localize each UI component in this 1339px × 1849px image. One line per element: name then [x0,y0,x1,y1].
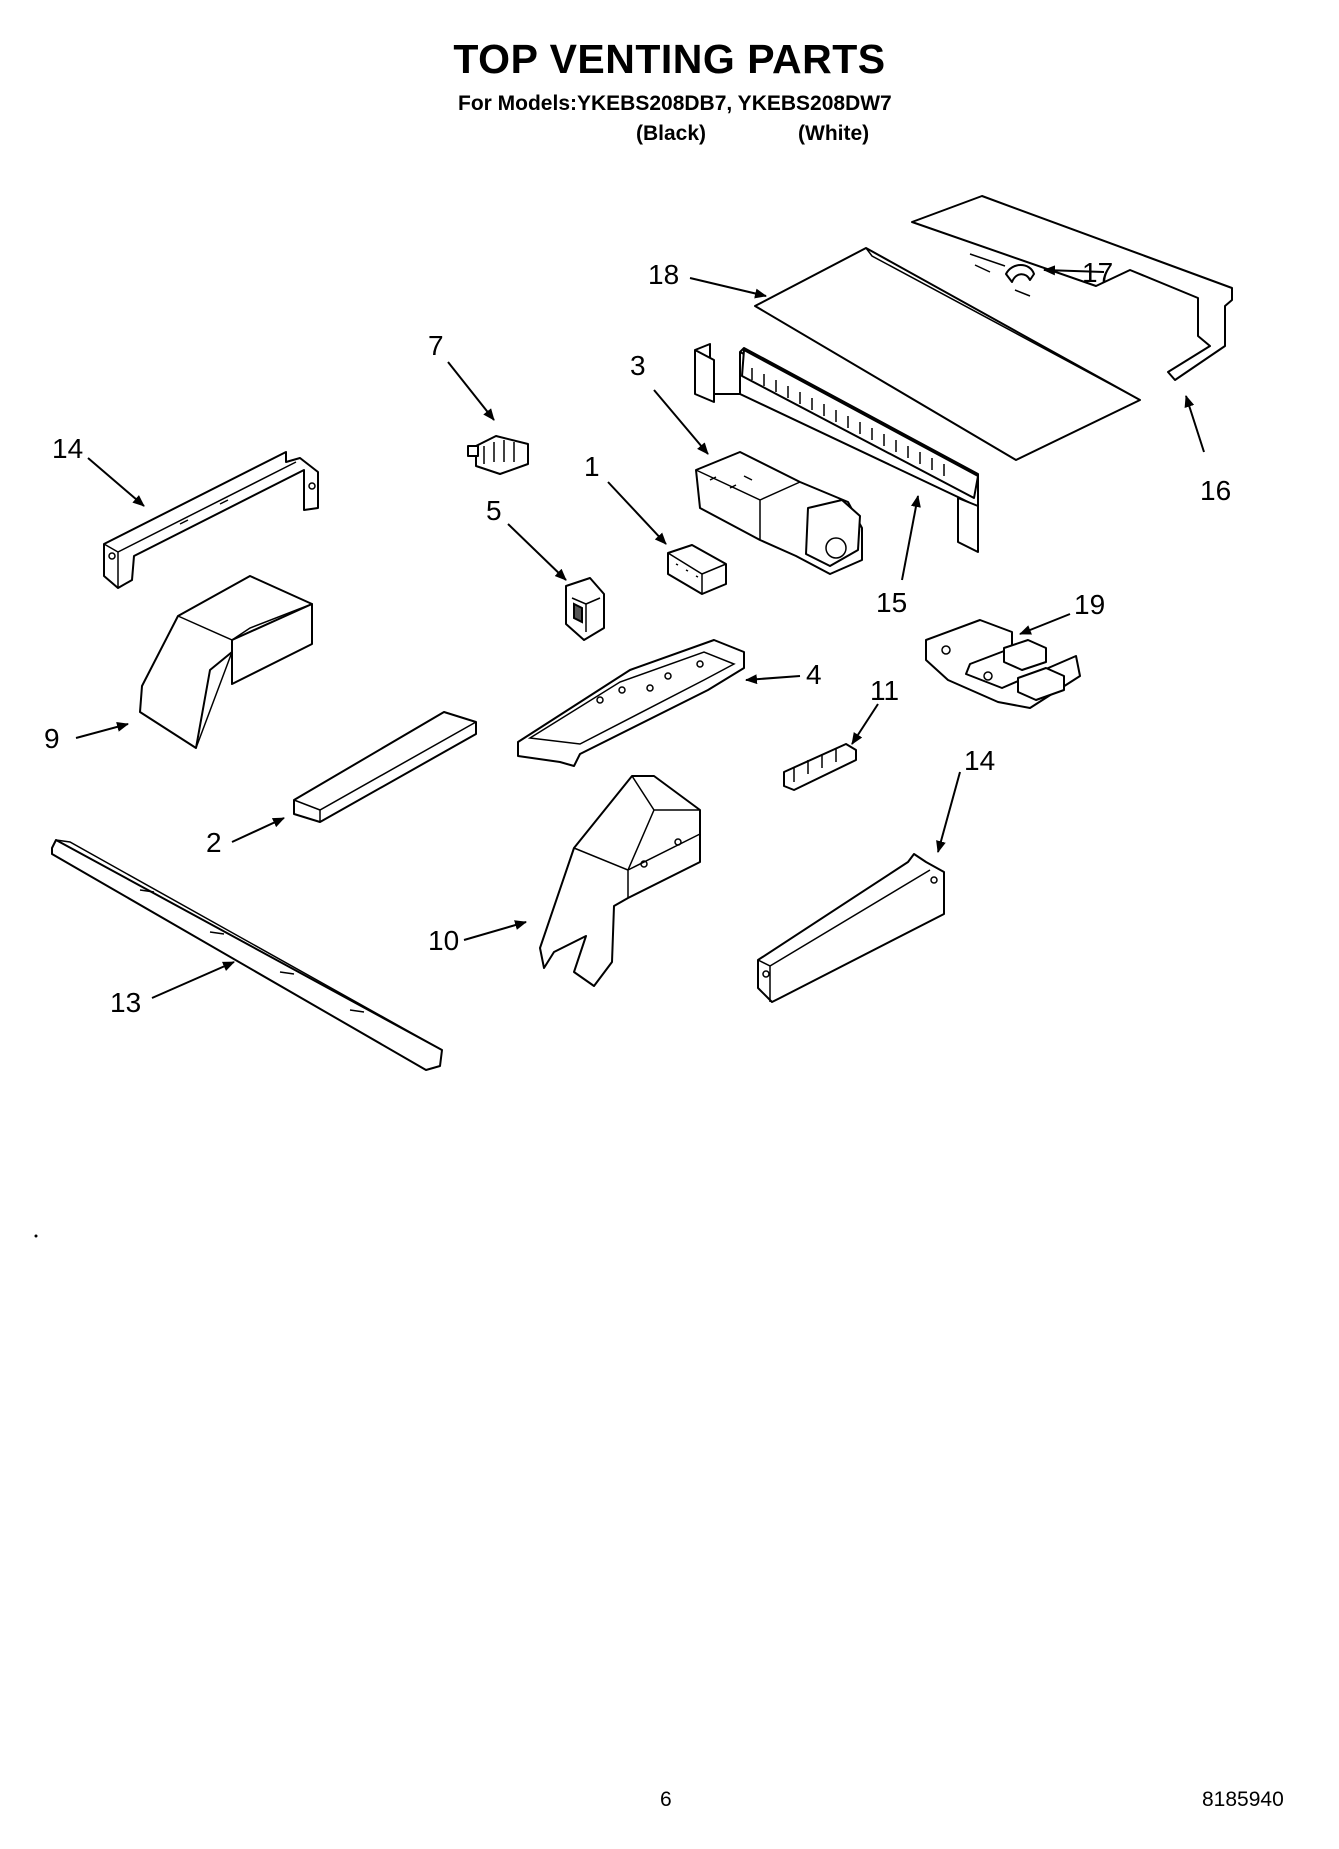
part-1-block [667,544,727,595]
rail-vent-slots [751,368,945,476]
leader-10 [463,920,527,941]
page-number: 6 [660,1788,672,1811]
part-10-duct [539,775,701,987]
part-19-relay-board [925,619,1081,709]
leader-4 [745,674,801,685]
leader-7 [447,361,495,421]
callout-4: 4 [806,659,822,690]
leader-18 [689,277,767,299]
color-label-white: (White) [798,122,870,145]
part-11-terminal-strip [783,743,857,791]
callout-13: 13 [110,987,141,1018]
part-4-mounting-plate [517,639,745,767]
callout-18: 18 [648,259,679,290]
leader-1 [607,481,667,545]
callout-1: 1 [584,451,600,482]
document-number: 8185940 [1202,1788,1284,1811]
leader-5 [507,523,567,581]
callout-5: 5 [486,495,502,526]
leader-3 [653,389,709,455]
part-18-vent-shield [754,247,1141,461]
callout-16: 16 [1200,475,1231,506]
callout-2: 2 [206,827,222,858]
part-17-clip [1005,264,1035,283]
part-7-terminal-block [467,435,529,475]
leader-16 [1184,395,1205,453]
leader-11 [851,703,879,745]
part-5-switch [565,577,605,641]
leader-15 [901,495,921,581]
part-3-fan-motor-assembly [695,451,863,575]
callout-10: 10 [428,925,459,956]
part-13-long-rail [51,839,443,1071]
callout-11: 11 [870,675,899,706]
color-label-black: (Black) [636,122,707,145]
callout-19: 19 [1074,589,1105,620]
part-14-right-bracket [757,853,945,1003]
part-15-perforated-rail [694,343,979,553]
models-line: For Models:YKEBS208DB7, YKEBS208DW7 [458,92,892,115]
callout-7: 7 [428,330,444,361]
callout-14-left: 14 [52,433,83,464]
leader-14-left [87,457,145,507]
leader-2 [231,817,285,843]
part-14-left-bracket [103,451,319,589]
callout-15: 15 [876,587,907,618]
callout-17: 17 [1082,257,1113,288]
part-9-duct [139,575,313,749]
part-16-top-panel [911,195,1233,381]
callout-3: 3 [630,350,646,381]
leader-17 [1043,265,1105,276]
part-2-bar [293,711,477,823]
leader-13 [151,961,235,999]
callout-14-right: 14 [964,745,995,776]
callout-9: 9 [44,723,60,754]
leader-9 [75,722,129,739]
page-title: TOP VENTING PARTS [453,36,886,82]
leader-19 [1019,613,1071,635]
leader-14-right [936,771,961,853]
